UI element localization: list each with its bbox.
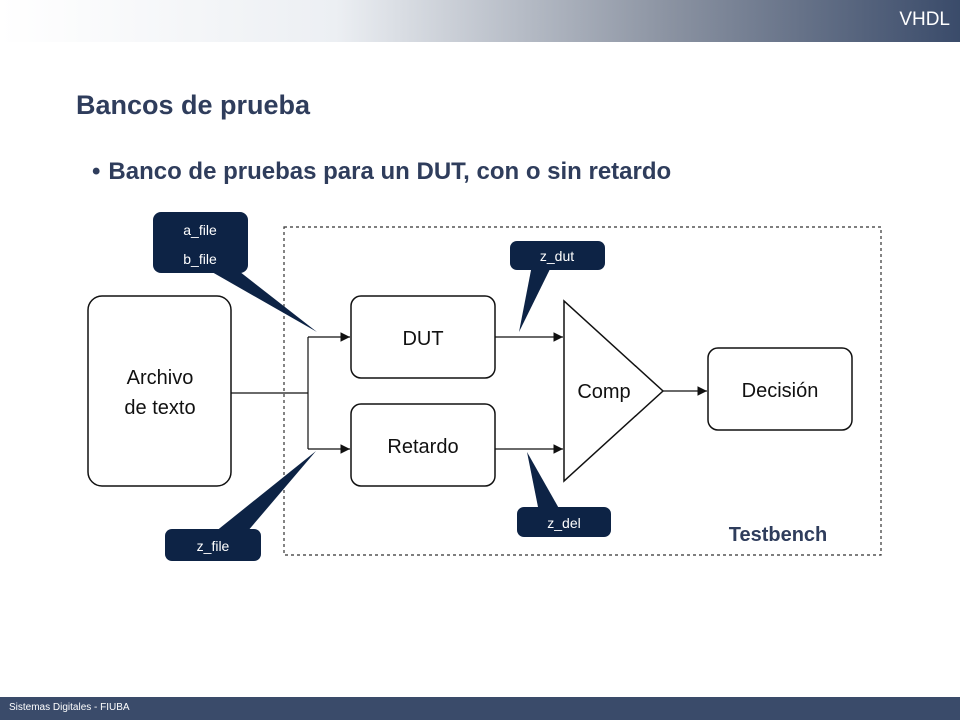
callout-ab-file: a_file b_file <box>153 212 317 332</box>
callout-a-file-label: a_file <box>183 222 217 238</box>
retardo-label: Retardo <box>387 436 458 458</box>
testbench-label: Testbench <box>729 524 828 546</box>
retardo-node <box>350 403 496 487</box>
callout-z-dut-label: z_dut <box>540 248 574 264</box>
bullet-dot-icon: • <box>92 158 101 185</box>
footer-bar: Sistemas Digitales - FIUBA <box>0 697 960 720</box>
bullet-item: • Banco de pruebas para un DUT, con o sin… <box>92 158 671 186</box>
callout-z-file-label: z_file <box>197 538 230 554</box>
slide-title: Bancos de prueba <box>76 90 311 120</box>
archivo-label-line2: de texto <box>124 397 195 419</box>
dut-label: DUT <box>402 328 443 350</box>
callout-b-file-label: b_file <box>183 251 217 267</box>
comp-node <box>563 299 665 483</box>
decision-label: Decisión <box>742 380 819 402</box>
archivo-label-line1: Archivo <box>127 367 194 389</box>
callout-z-file: z_file <box>165 451 316 561</box>
callout-z-del: z_del <box>517 452 611 537</box>
bullet-text: Banco de pruebas para un DUT, con o sin … <box>108 158 672 185</box>
header-bar: VHDL <box>0 0 960 42</box>
header-brand: VHDL <box>899 9 950 30</box>
decision-node <box>707 347 853 431</box>
callout-z-del-label: z_del <box>547 515 580 531</box>
comp-label: Comp <box>577 381 630 403</box>
testbench-boundary <box>283 226 882 556</box>
callout-z-dut: z_dut <box>510 241 605 332</box>
footer-text: Sistemas Digitales - FIUBA <box>9 702 130 713</box>
archivo-node <box>87 295 232 487</box>
